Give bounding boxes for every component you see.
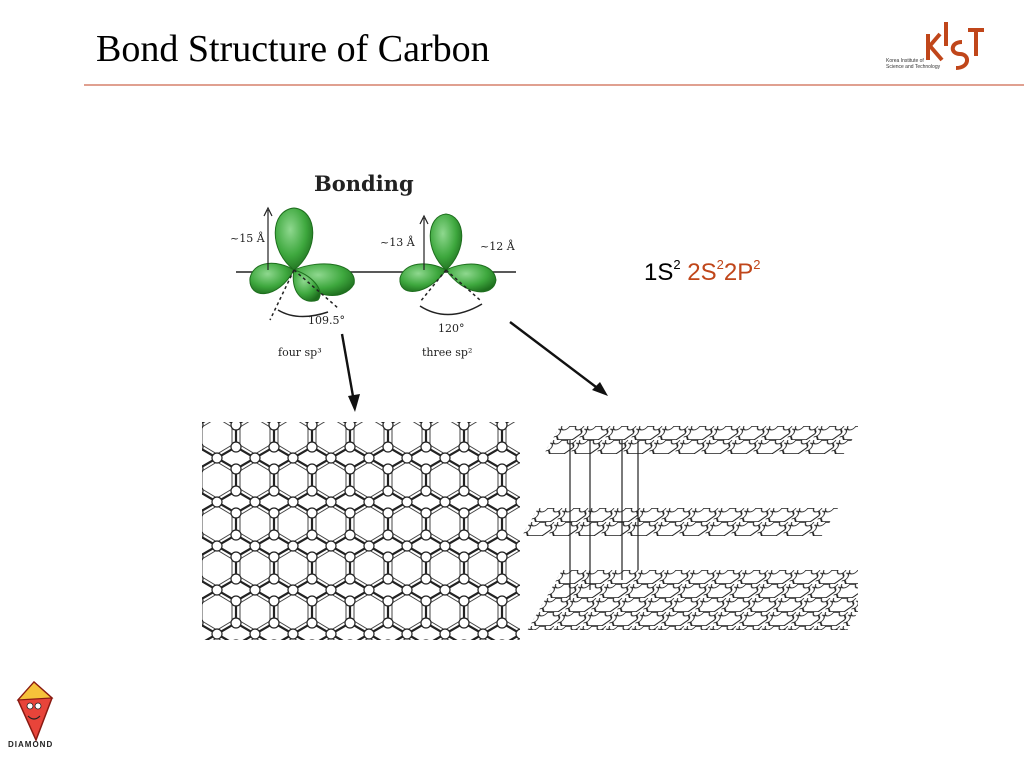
right-caption: three sp² [422,346,472,359]
sp3-orbital [249,206,355,321]
figure-heading: Bonding [314,171,414,196]
page-title: Bond Structure of Carbon [96,28,490,70]
config-2p: 2P [723,259,754,286]
footer-logo-text: DIAMOND [8,740,54,749]
electron-configuration: 1S2 2S22P2 [644,257,761,287]
sp2-orbital [399,213,497,316]
logo-subtitle-line2: Science and Technology [886,64,941,70]
arrow-to-graphite [509,321,601,391]
left-caption: four sp³ [278,346,322,359]
config-1s-exponent: 2 [673,257,681,272]
config-2p-exponent: 2 [753,257,761,272]
diamond-lattice [202,422,520,640]
kist-logo-subtitle: Korea Institute of Science and Technolog… [886,58,940,70]
kist-logo-mark [926,22,984,70]
logo-subtitle-line1: Korea Institute of [886,58,924,64]
config-1s: 1S [644,259,674,286]
graphite-lattice [521,426,858,630]
left-angle-label: 109.5° [308,314,345,327]
config-2s: 2S [687,259,717,286]
right-length-label-b: ~12 Å [480,239,516,253]
right-length-label-a: ~13 Å [380,235,416,249]
config-2s-exponent: 2 [716,257,724,272]
right-angle-label: 120° [438,322,465,335]
carbon-bonding-figure: Bonding ~15 Å 109.5° four sp³ ~13 Å ~12 … [202,171,858,640]
arrow-to-diamond [340,333,356,403]
title-divider [84,84,1024,86]
left-length-label: ~15 Å [230,231,266,245]
diamond-mascot-icon [16,680,54,742]
